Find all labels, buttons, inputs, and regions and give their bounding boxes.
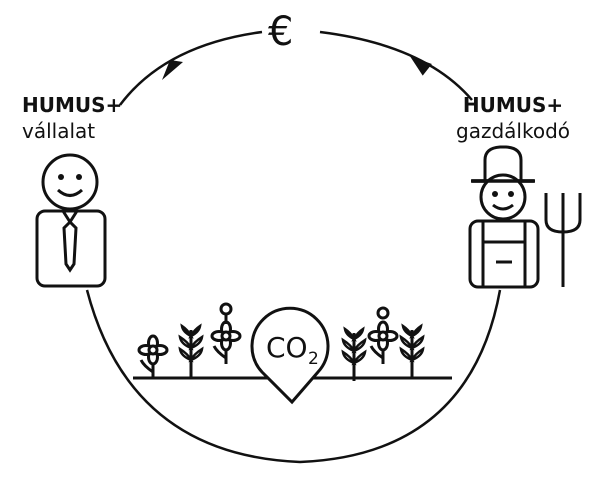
- top-left-arc: [119, 30, 263, 106]
- company-person-icon: [35, 153, 107, 288]
- bottom-arc: [85, 289, 502, 464]
- farmer-label-line2: gazdálkodó: [456, 119, 570, 143]
- company-label-line2: vállalat: [22, 119, 96, 143]
- flower-icon: [367, 320, 399, 366]
- sprout-icon: [341, 327, 367, 383]
- co2-bubble: CO 2: [250, 306, 330, 405]
- sprout-icon: [178, 324, 204, 380]
- company-label: HUMUS+ vállalat: [22, 92, 122, 144]
- farmer-label-line1: HUMUS+: [462, 93, 564, 117]
- arrow-icon: [162, 60, 183, 80]
- farmer-label: HUMUS+ gazdálkodó: [456, 92, 570, 144]
- arrow-icon: [409, 56, 432, 76]
- top-right-arc: [319, 30, 473, 101]
- co2-label: CO: [266, 331, 308, 364]
- flower-icon: [210, 320, 242, 366]
- sprout-icon: [399, 324, 425, 380]
- company-label-line1: HUMUS+: [22, 93, 123, 117]
- bud-icon: [376, 306, 390, 320]
- farmer-icon: [468, 145, 540, 289]
- bud-icon: [219, 302, 233, 316]
- pitchfork-icon: [544, 193, 582, 287]
- flower-icon: [137, 334, 169, 380]
- euro-symbol: €: [268, 9, 294, 55]
- co2-subscript: 2: [308, 349, 319, 369]
